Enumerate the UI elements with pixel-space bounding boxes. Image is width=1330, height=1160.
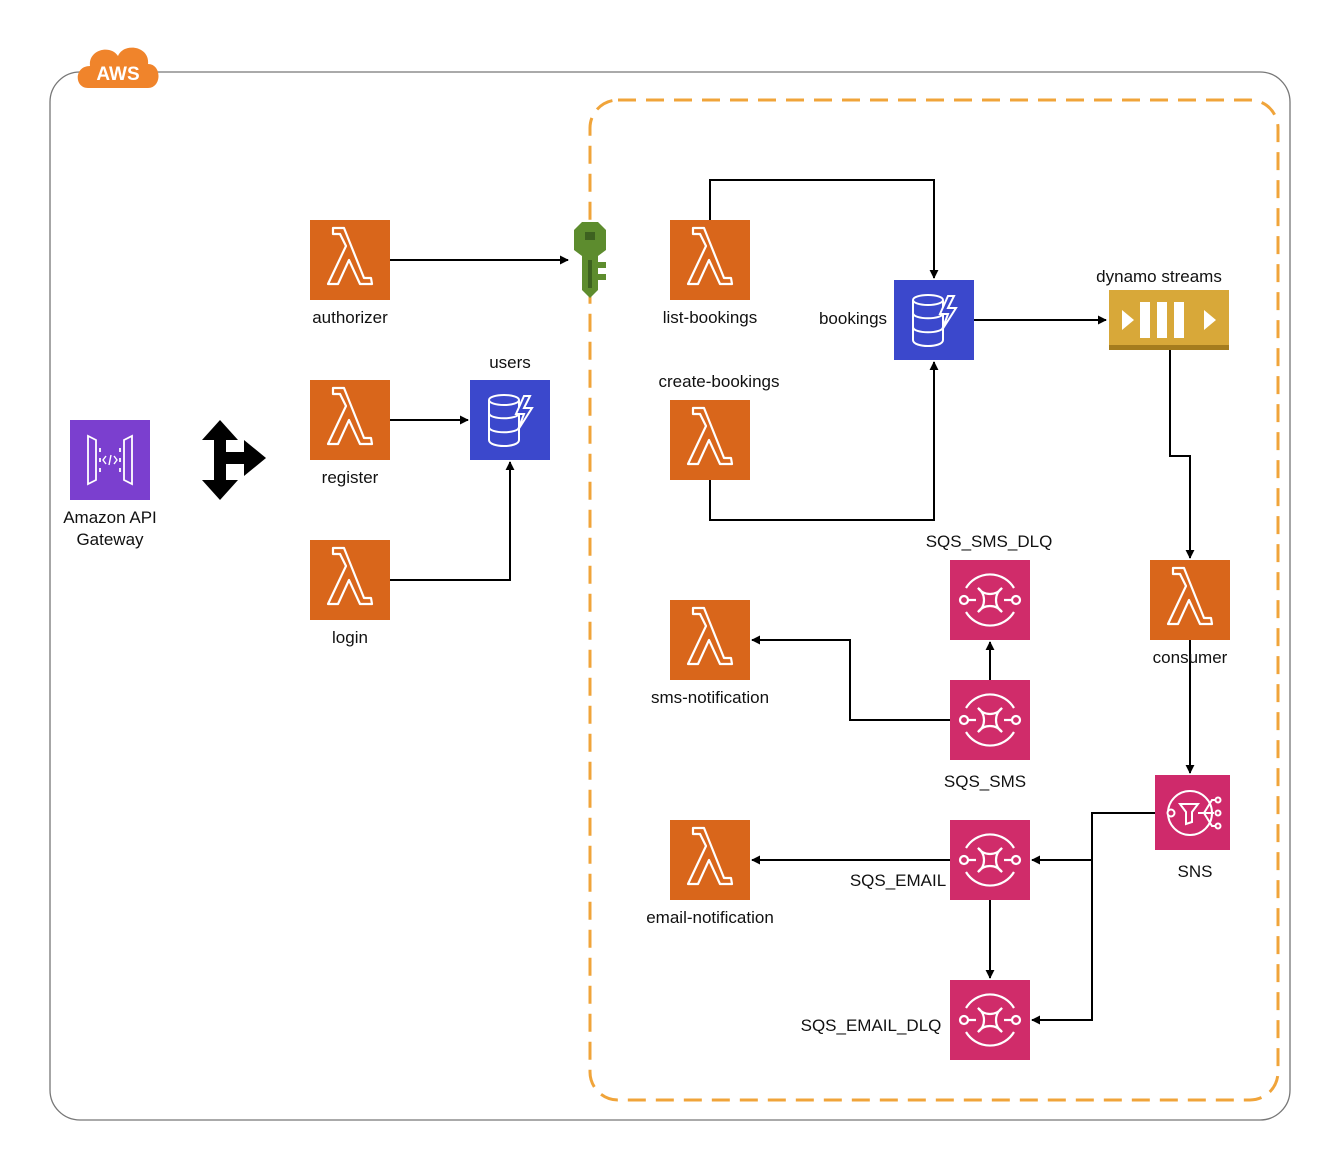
lambda-icon [686, 606, 734, 666]
sqs-sms: SQS_SMS [944, 680, 1030, 791]
lambda-register: register [310, 380, 390, 487]
sqs-icon [958, 833, 1022, 887]
connector-sns-to-sqs-email-dlq [1031, 860, 1093, 1025]
dynamodb-icon [912, 294, 958, 347]
sqs-email-label: SQS_EMAIL [850, 871, 946, 890]
sns-label: SNS [1178, 862, 1213, 881]
lambda-icon [1166, 566, 1214, 626]
api-gateway-icon [87, 434, 133, 486]
aws-cloud-group [49, 71, 1291, 1121]
lambda-login: login [310, 540, 390, 647]
login-label: login [332, 628, 368, 647]
users-label: users [489, 353, 531, 372]
connector-login-to-users [390, 461, 515, 581]
connector-streams-to-consumer [1169, 350, 1195, 559]
register-label: register [322, 468, 379, 487]
dynamodb-icon [488, 394, 534, 447]
connectors [390, 179, 1195, 1025]
sqs-email-dlq: SQS_EMAIL_DLQ [801, 980, 1030, 1060]
sqs-icon [958, 573, 1022, 627]
sqs-icon [958, 693, 1022, 747]
lambda-icon [686, 226, 734, 286]
lambda-authorizer: authorizer [310, 220, 390, 327]
key-icon [574, 222, 606, 298]
dynamo-streams: dynamo streams [1096, 267, 1229, 350]
lambda-icon [686, 406, 734, 466]
sqs-sms-dlq: SQS_SMS_DLQ [926, 532, 1053, 640]
streams-icon [1122, 302, 1216, 338]
dashed-boundary [588, 98, 1280, 1102]
email-notification-label: email-notification [646, 908, 774, 927]
lambda-consumer: consumer [1150, 560, 1230, 667]
dynamodb-users: users [470, 353, 550, 460]
lambda-list-bookings: list-bookings [663, 220, 758, 327]
aws-badge-label: AWS [96, 64, 139, 85]
api-gateway-label-line2: Gateway [76, 530, 144, 549]
dynamodb-bookings: bookings [819, 280, 974, 360]
connector-list-bookings-to-bookings [709, 179, 939, 279]
lambda-icon [326, 546, 374, 606]
sqs-email: SQS_EMAIL [850, 820, 1030, 900]
sns-topic: SNS [1155, 775, 1230, 881]
create-bookings-label: create-bookings [659, 372, 780, 391]
lambda-create-bookings: create-bookings [659, 372, 780, 480]
routing-arrow-icon [202, 420, 266, 500]
connector-create-bookings-to-bookings [709, 361, 939, 521]
bookings-label: bookings [819, 309, 887, 328]
api-gateway-label-line1: Amazon API [63, 508, 157, 527]
lambda-icon [326, 226, 374, 286]
sqs-icon [958, 993, 1022, 1047]
lambda-sms-notification: sms-notification [651, 600, 769, 707]
sqs-sms-label: SQS_SMS [944, 772, 1026, 791]
connector-sqs-sms-to-sms-notification [751, 635, 950, 721]
dynamo-streams-label: dynamo streams [1096, 267, 1222, 286]
list-bookings-label: list-bookings [663, 308, 758, 327]
sqs-sms-dlq-label: SQS_SMS_DLQ [926, 532, 1053, 551]
aws-cloud-badge: AWS [77, 47, 159, 88]
sms-notification-label: sms-notification [651, 688, 769, 707]
connector-sns-to-sqs-email [1031, 812, 1155, 865]
lambda-icon [686, 826, 734, 886]
sns-icon [1166, 790, 1222, 836]
lambda-email-notification: email-notification [646, 820, 774, 927]
sqs-email-dlq-label: SQS_EMAIL_DLQ [801, 1016, 942, 1035]
api-gateway: Amazon API Gateway [63, 420, 157, 549]
lambda-icon [326, 386, 374, 446]
consumer-label: consumer [1153, 648, 1228, 667]
authorizer-label: authorizer [312, 308, 388, 327]
